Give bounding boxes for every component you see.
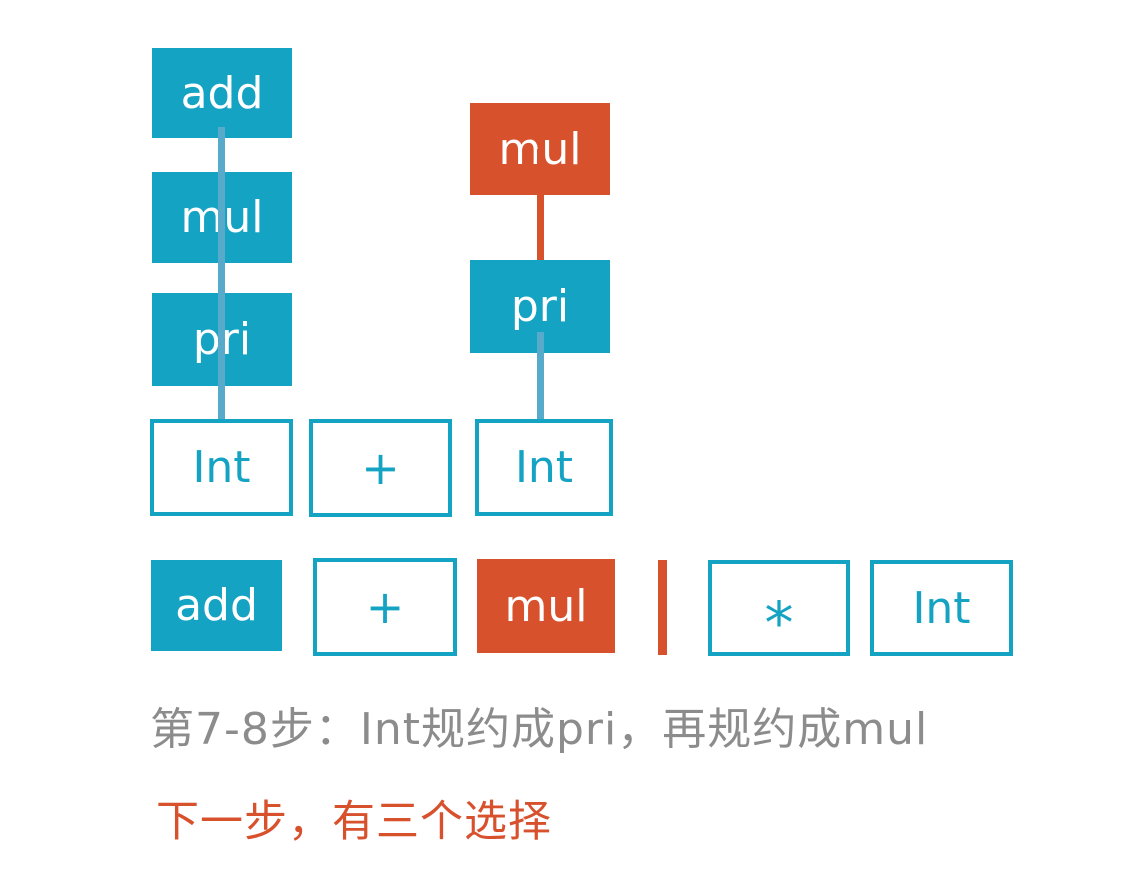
input-token-star: * — [708, 560, 850, 657]
token-plus: + — [309, 419, 452, 517]
left-tree-node-add: add — [152, 48, 292, 138]
asterisk-sign: * — [764, 589, 794, 657]
plus-sign: + — [365, 580, 405, 634]
stack-input-divider — [658, 560, 667, 655]
caption-next-choices: 下一步，有三个选择 — [156, 797, 552, 847]
stack-node-add: add — [151, 560, 282, 651]
token-label: Int — [514, 442, 574, 493]
node-label: mul — [504, 580, 588, 632]
plus-sign: + — [361, 441, 400, 495]
node-label: add — [180, 67, 264, 119]
right-tree-edge-pri-int — [537, 332, 544, 419]
left-tree-edge-line — [218, 127, 225, 419]
token-int-right: Int — [475, 419, 613, 516]
token-label: Int — [192, 442, 251, 493]
right-tree-edge-mul-pri — [537, 149, 544, 260]
stack-node-mul: mul — [477, 559, 615, 653]
input-token-int: Int — [870, 560, 1013, 656]
caption-step: 第7-8步：Int规约成pri，再规约成mul — [150, 704, 929, 755]
token-label: Int — [912, 582, 971, 634]
stack-token-plus: + — [313, 558, 457, 656]
right-tree-node-pri: pri — [470, 260, 610, 353]
token-int-left: Int — [150, 419, 293, 516]
node-label: pri — [510, 281, 570, 332]
node-label: add — [175, 580, 258, 631]
